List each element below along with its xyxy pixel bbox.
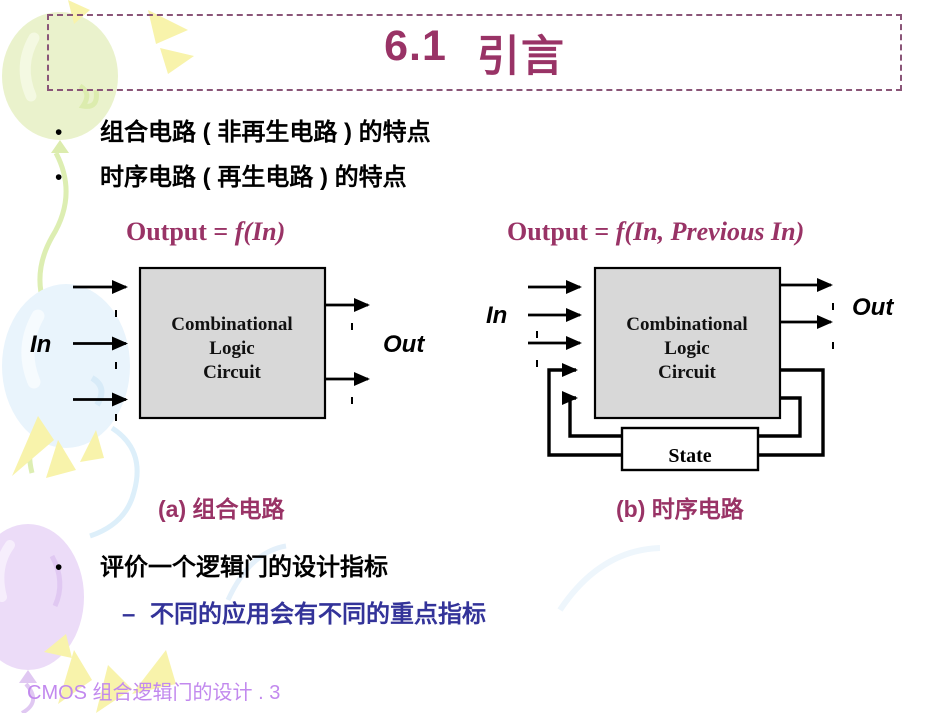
state-label: State — [668, 445, 711, 467]
sparkle-icon — [44, 634, 176, 713]
combinational-circuit-diagram: Combinational Logic Circuit In Out — [30, 266, 425, 421]
bullet-item: • 评价一个逻辑门的设计指标 — [55, 553, 388, 583]
logic-box — [138, 266, 327, 420]
title-word: 引言 — [476, 32, 565, 81]
box-label-line: Combinational — [626, 314, 747, 335]
ellipsis-dots — [115, 310, 353, 421]
bullet-label: 组合电路 ( 非再生电路 ) 的特点 — [100, 119, 431, 146]
bullet-marker: • — [55, 166, 63, 189]
formula-sequential: Output = f(In, Previous In) — [507, 217, 804, 247]
box-label-line: Circuit — [203, 362, 261, 383]
purple-balloon-icon — [0, 524, 84, 713]
caption-a: (a) 组合电路 — [158, 496, 285, 522]
box-label-line: Logic — [209, 338, 254, 359]
page-title: 6.1 引言 — [384, 22, 565, 84]
state-box — [620, 426, 760, 472]
caption-b: (b) 时序电路 — [616, 496, 744, 522]
bullet-label: 时序电路 ( 再生电路 ) 的特点 — [100, 164, 407, 191]
logic-box — [593, 266, 782, 420]
feedback-loops — [547, 363, 825, 457]
box-label-line: Combinational — [171, 314, 292, 335]
formula-prefix: Output = — [126, 217, 235, 246]
input-label: In — [30, 331, 51, 358]
title-number: 6.1 — [384, 21, 447, 70]
sub-bullet-label: 不同的应用会有不同的重点指标 — [150, 601, 486, 628]
box-label-line: Circuit — [658, 362, 716, 383]
formula-expression: f(In, Previous In) — [615, 217, 805, 246]
formula-expression: f(In) — [234, 217, 286, 246]
box-label-line: Logic — [664, 338, 709, 359]
sparkle-icon — [68, 0, 194, 74]
bullet-item: • 组合电路 ( 非再生电路 ) 的特点 — [55, 118, 431, 148]
slide-title-box: 6.1 引言 — [47, 14, 902, 91]
formula-combinational: Output = f(In) — [126, 217, 285, 247]
sub-bullet-marker: – — [122, 601, 136, 628]
output-label: Out — [383, 331, 425, 358]
formula-prefix: Output = — [507, 217, 616, 246]
slide-footer: CMOS 组合逻辑门的设计 . 3 — [27, 682, 281, 704]
ellipsis-dots — [536, 303, 834, 367]
bullet-label: 评价一个逻辑门的设计指标 — [100, 554, 388, 581]
output-label: Out — [852, 294, 894, 321]
sparkle-icon — [12, 416, 104, 478]
input-label: In — [486, 302, 507, 329]
bullet-marker: • — [55, 556, 63, 579]
bullet-item: • 时序电路 ( 再生电路 ) 的特点 — [55, 163, 407, 193]
bullet-marker: • — [55, 121, 63, 144]
blue-balloon-icon — [2, 284, 661, 612]
sub-bullet-item: – 不同的应用会有不同的重点指标 — [122, 600, 486, 630]
sequential-circuit-diagram: Combinational Logic Circuit In Out State — [486, 266, 894, 472]
